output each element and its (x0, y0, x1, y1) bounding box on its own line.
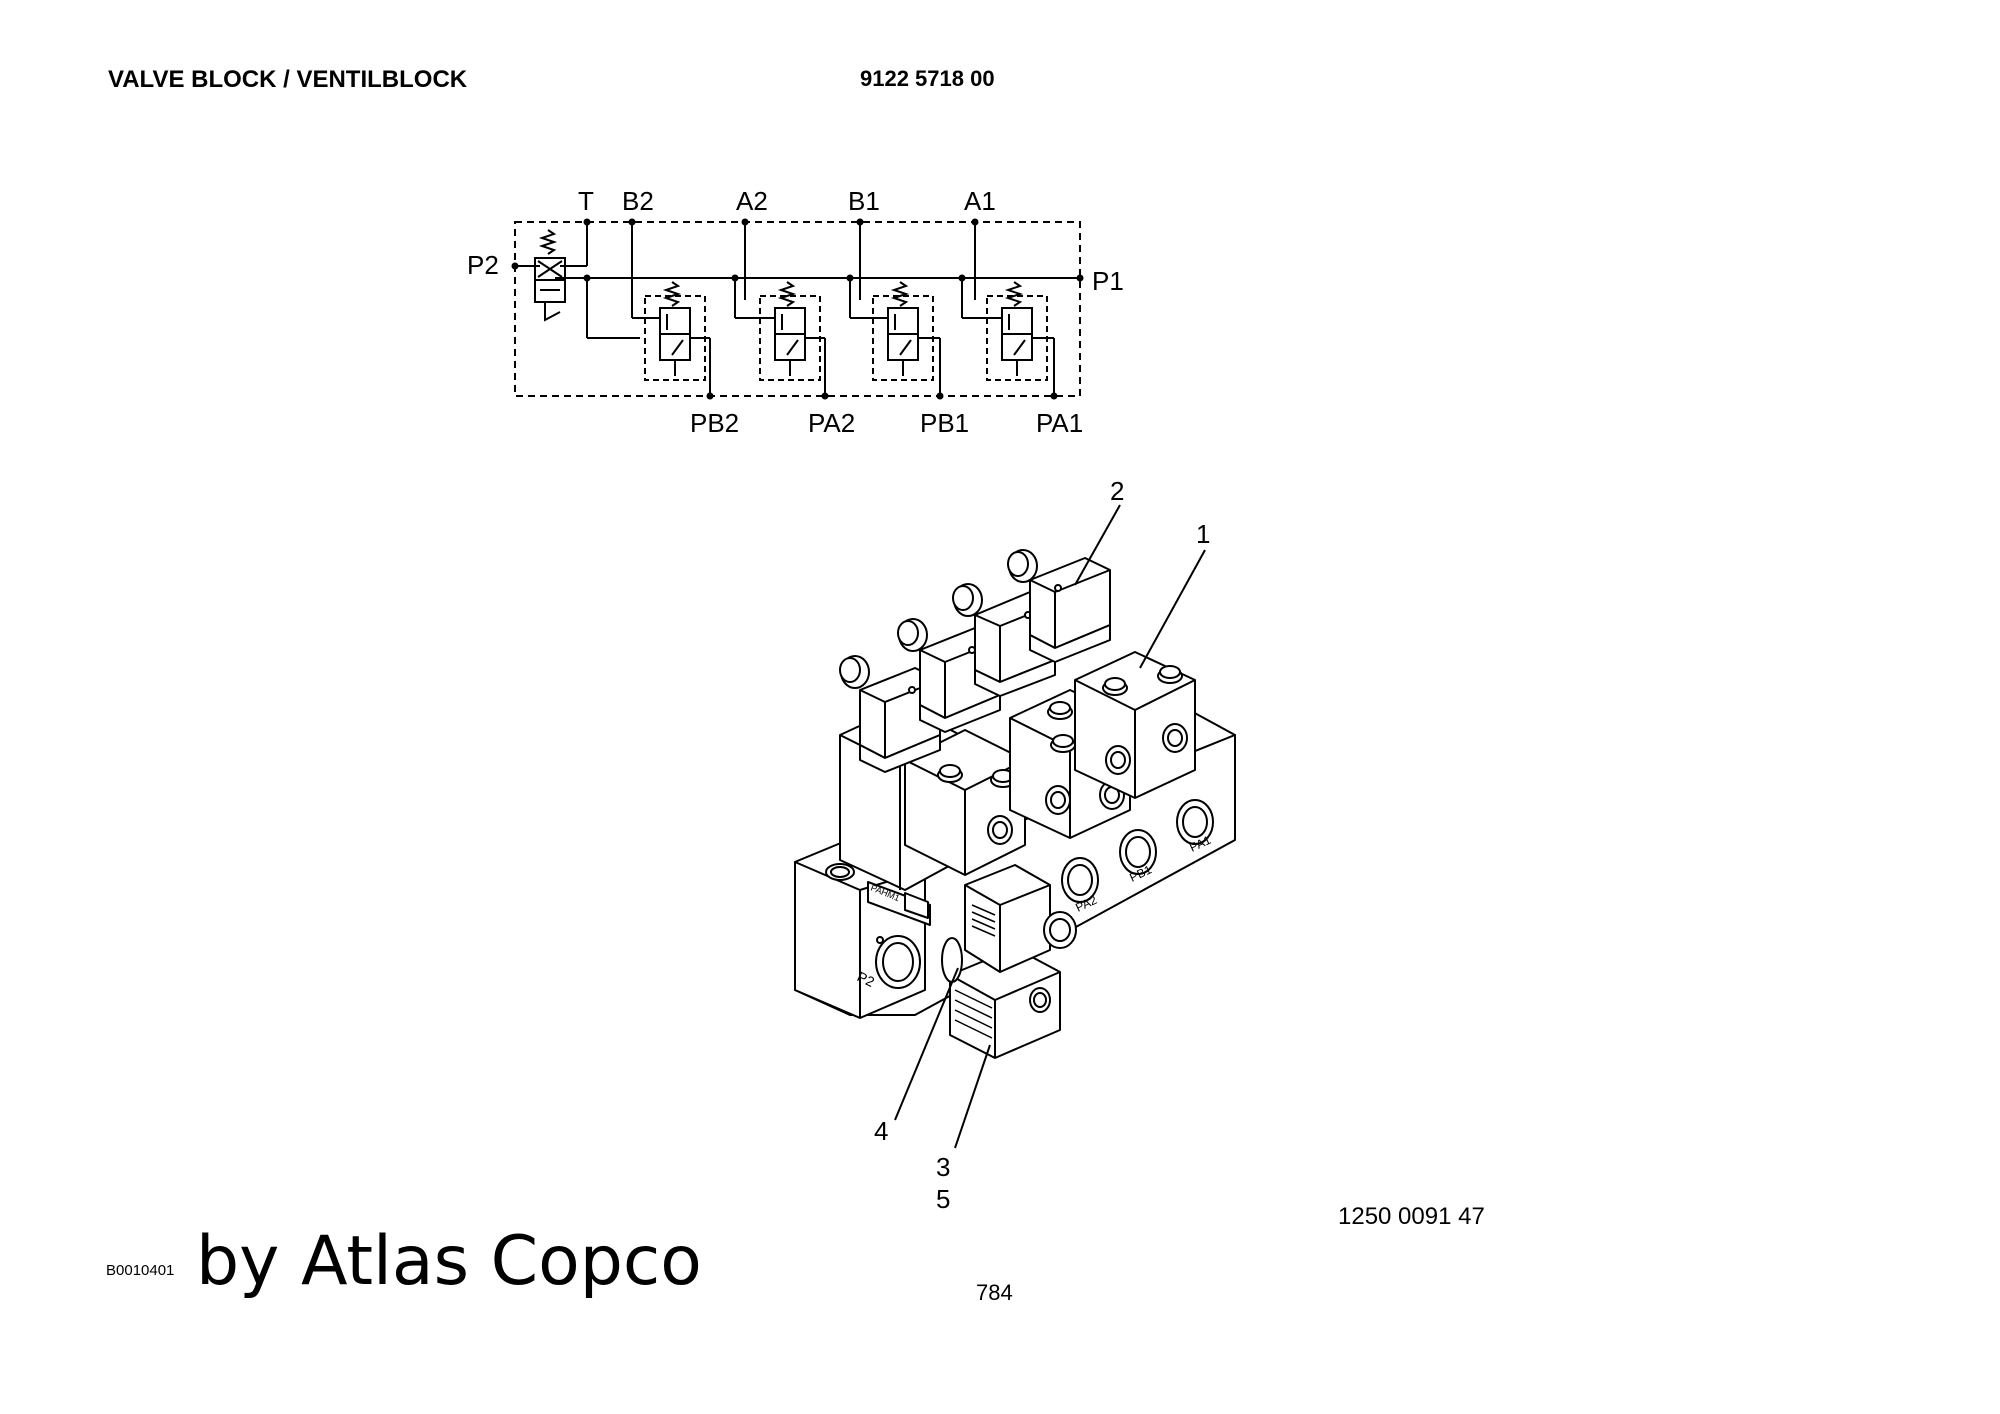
valve-section-1 (631, 222, 711, 396)
callout-1: 1 (1196, 519, 1210, 549)
port-label-b1: B1 (848, 186, 880, 216)
solenoid-coil-4 (1007, 549, 1111, 663)
port-label-a2: A2 (736, 186, 768, 216)
port-label-a1: A1 (964, 186, 996, 216)
valve-section-4 (961, 222, 1055, 396)
port-label-pb2: PB2 (690, 408, 739, 438)
valve-body-4 (1074, 651, 1196, 799)
page-number: 784 (976, 1280, 1013, 1305)
relief-solenoid (941, 864, 1077, 1059)
leader-3 (954, 1044, 991, 1149)
drawing-number: 1250 0091 47 (1338, 1203, 1485, 1230)
port-label-pb1: PB1 (920, 408, 969, 438)
valve-section-2 (734, 222, 826, 396)
isometric-valve-block (794, 504, 1236, 1149)
leader-1 (1139, 549, 1206, 669)
callout-4: 4 (874, 1116, 888, 1146)
port-label-p2: P2 (467, 250, 499, 280)
port-label-pa2: PA2 (808, 408, 855, 438)
brand-watermark: by Atlas Copco (196, 1222, 702, 1301)
port-label-t: T (578, 186, 594, 216)
image-code: B0010401 (106, 1262, 175, 1279)
port-label-pa1: PA1 (1036, 408, 1083, 438)
valve-body-2 (904, 729, 1026, 876)
callout-2: 2 (1110, 476, 1124, 506)
part-number: 9122 5718 00 (860, 66, 995, 91)
port-label-p1: P1 (1092, 266, 1124, 296)
valve-section-3 (849, 222, 941, 396)
callout-3: 3 (936, 1152, 950, 1182)
callout-5: 5 (936, 1184, 950, 1214)
schematic-enclosure (514, 221, 1081, 397)
page-title: VALVE BLOCK / VENTILBLOCK (108, 66, 468, 93)
leader-4 (894, 967, 959, 1121)
relief-valve (534, 229, 566, 322)
leader-2 (1074, 504, 1121, 586)
body-label-p2: P2 (855, 968, 877, 990)
port-labels: T B2 A2 B1 A1 P2 P1 PB2 PA2 PB1 PA1 (467, 186, 1124, 438)
hydraulic-schematic (511, 218, 1084, 400)
port-label-b2: B2 (622, 186, 654, 216)
